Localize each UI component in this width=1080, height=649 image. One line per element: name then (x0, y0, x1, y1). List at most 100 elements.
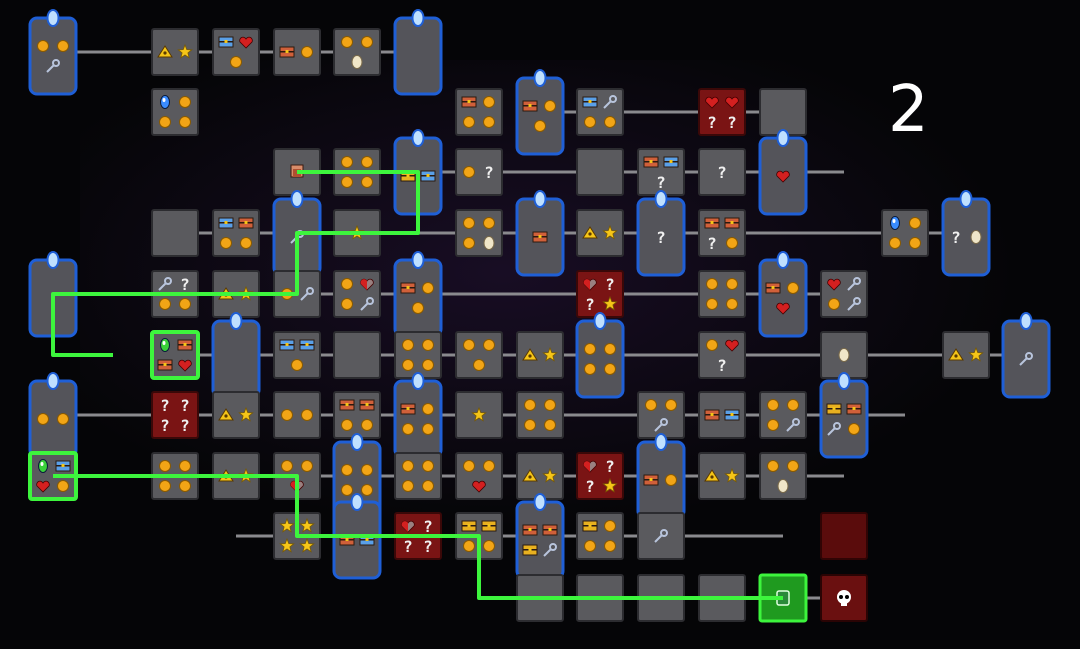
map-node-r4-c8[interactable]: ?? (576, 270, 624, 318)
key-icon (827, 422, 841, 436)
map-node-r5-c4[interactable] (333, 331, 381, 379)
map-node-r0-c1[interactable] (151, 28, 199, 76)
gold-chest-icon (826, 403, 842, 415)
map-node-r5-c14[interactable] (942, 331, 990, 379)
map-node-r3-c13[interactable] (881, 209, 929, 257)
map-node-r0-c5[interactable] (393, 9, 443, 96)
map-node-r5-c3[interactable] (273, 331, 321, 379)
map-node-r1-c10[interactable]: ?? (698, 88, 746, 136)
rare-gem-icon (411, 129, 425, 147)
map-node-r3-c9[interactable]: ? (636, 190, 686, 277)
rare-gem-icon (46, 372, 60, 390)
map-node-r7-c6[interactable] (455, 452, 503, 500)
map-node-r5-c10[interactable]: ? (698, 331, 746, 379)
coin-icon (706, 339, 718, 351)
map-node-r2-c9[interactable]: ? (637, 148, 685, 196)
page-number: 2 (888, 73, 929, 147)
coin-icon (220, 237, 232, 249)
coin-icon (483, 116, 495, 128)
star-icon (602, 224, 618, 240)
map-node-r6-c2[interactable] (212, 391, 260, 439)
star-icon (471, 406, 487, 422)
coin-icon (422, 460, 434, 472)
map-node-r5-c2[interactable] (211, 312, 261, 399)
map-node-r7-c4[interactable] (332, 433, 382, 520)
map-node-r8-c8[interactable] (576, 512, 624, 560)
map-node-r7-c5[interactable] (394, 452, 442, 500)
question-text: ? (585, 295, 595, 314)
chest-icon (532, 231, 548, 243)
star-icon (177, 43, 193, 59)
map-node-r3-c14[interactable]: ? (941, 190, 991, 277)
map-node-r3-c1[interactable] (151, 209, 199, 257)
map-node-r7-c11[interactable] (759, 452, 807, 500)
rare-gem-icon (533, 190, 547, 208)
map-node-r2-c10[interactable]: ? (698, 148, 746, 196)
coin-icon (301, 460, 313, 472)
map-node-r2-c11[interactable] (758, 129, 808, 216)
map-node-r5-c6[interactable] (455, 331, 503, 379)
key-icon (158, 277, 172, 291)
map-node-r3-c8[interactable] (576, 209, 624, 257)
map-node-r6-c9[interactable] (637, 391, 685, 439)
map-node-r4-c10[interactable] (698, 270, 746, 318)
map-node-r6-c12[interactable] (819, 372, 869, 459)
blue-chest-icon (299, 339, 315, 351)
map-node-r1-c1[interactable] (151, 88, 199, 136)
map-node-r5-c8[interactable] (575, 312, 625, 399)
map-node-r9-c12[interactable] (820, 574, 868, 622)
map-node-r7-c9[interactable] (636, 433, 686, 520)
map-node-r5-c7[interactable] (516, 331, 564, 379)
question-icon: ? (605, 275, 615, 294)
map-node-r3-c7[interactable] (515, 190, 565, 277)
star-icon (299, 537, 315, 553)
map-node-r1-c6[interactable] (455, 88, 503, 136)
map-node-r4-c5[interactable] (393, 251, 443, 338)
map-node-r2-c8[interactable] (576, 148, 624, 196)
map-node-r1-c11[interactable] (759, 88, 807, 136)
map-node-r3-c10[interactable]: ? (698, 209, 746, 257)
map-node-r0-c2[interactable] (212, 28, 260, 76)
coin-icon (361, 464, 373, 476)
map-node-r5-c5[interactable] (394, 331, 442, 379)
map-node-r1-c8[interactable] (576, 88, 624, 136)
map-node-r6-c10[interactable] (698, 391, 746, 439)
map-node-r7-c10[interactable] (698, 452, 746, 500)
coin-icon (463, 217, 475, 229)
map-node-r4-c12[interactable] (820, 270, 868, 318)
map-node-r3-c2[interactable] (212, 209, 260, 257)
map-node-r5-c1[interactable] (150, 330, 200, 380)
map-node-r6-c1[interactable]: ???? (151, 391, 199, 439)
map-node-r7-c8[interactable]: ?? (576, 452, 624, 500)
map-node-r0-c4[interactable] (333, 28, 381, 76)
blue-chest-icon (279, 339, 295, 351)
map-node-r5-c15[interactable] (1001, 312, 1051, 399)
map-node-r4-c11[interactable] (758, 251, 808, 338)
map-node-r6-c3[interactable] (273, 391, 321, 439)
question-text: ? (180, 275, 190, 294)
map-node-r6-c11[interactable] (759, 391, 807, 439)
map-node-r7-c7[interactable] (516, 452, 564, 500)
map-node-r8-c4[interactable] (332, 493, 382, 580)
map-node-r0-c3[interactable] (273, 28, 321, 76)
map-node-r0-c0[interactable] (28, 9, 78, 96)
heart-icon (472, 480, 486, 493)
map-node-r8-c7[interactable] (515, 493, 565, 580)
key-icon (603, 95, 617, 109)
chest-icon (704, 217, 720, 229)
map-node-r4-c4[interactable] (333, 270, 381, 318)
map-node-r1-c7[interactable] (515, 69, 565, 156)
map-node-r8-c12[interactable] (820, 512, 868, 560)
coin-icon (341, 484, 353, 496)
map-node-r5-c12[interactable] (820, 331, 868, 379)
map-node-r8-c9[interactable] (637, 512, 685, 560)
map-node-r6-c5[interactable] (393, 372, 443, 459)
map-node-r6-c0[interactable] (28, 372, 78, 459)
map-node-r6-c6[interactable] (455, 391, 503, 439)
map-node-r6-c7[interactable] (516, 391, 564, 439)
map-node-r2-c6[interactable]: ? (455, 148, 503, 196)
coin-icon (767, 419, 779, 431)
heart-half-icon (360, 278, 374, 291)
map-node-r6-c4[interactable] (333, 391, 381, 439)
map-node-r3-c6[interactable] (455, 209, 503, 257)
